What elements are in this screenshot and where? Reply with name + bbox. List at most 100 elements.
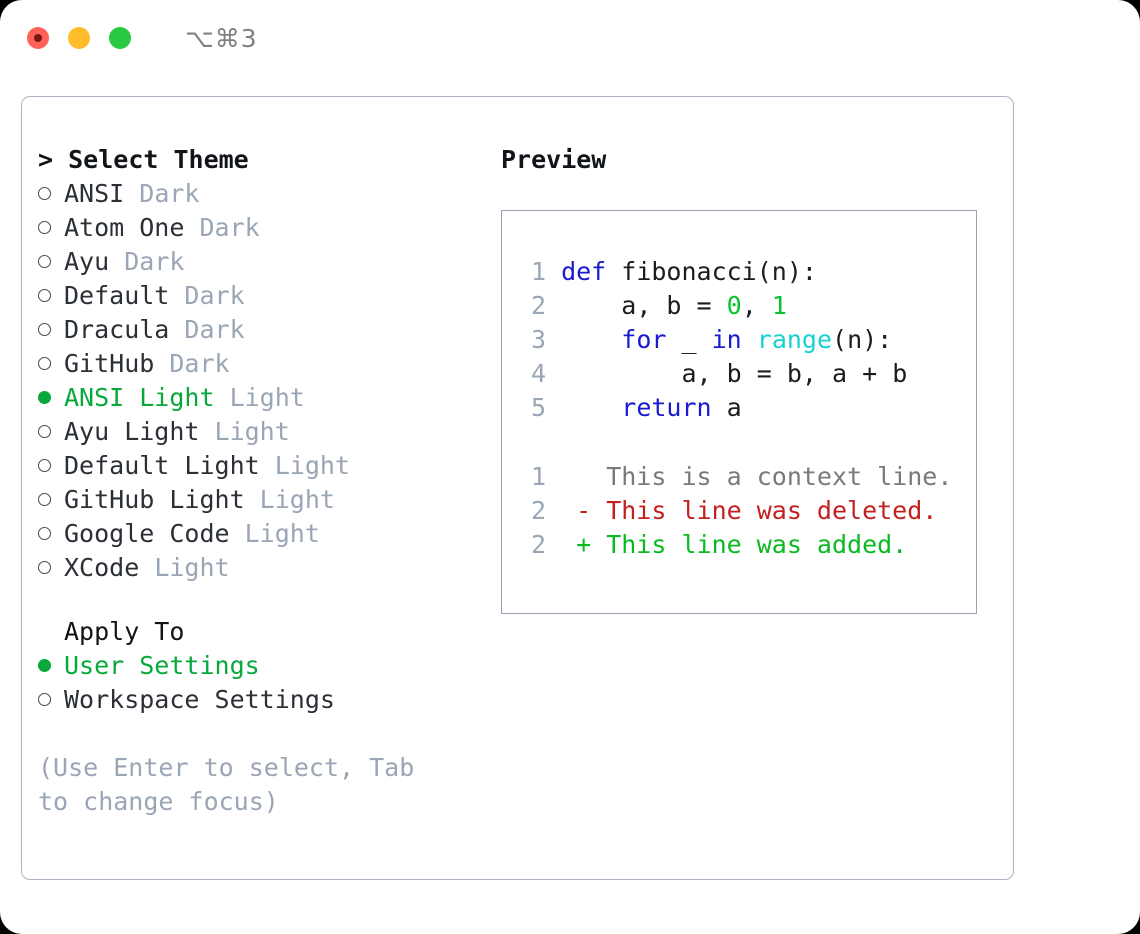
- prompt-caret: >: [38, 145, 69, 174]
- radio-unselected-icon: [38, 561, 51, 574]
- radio-unselected-icon: [38, 357, 51, 370]
- radio-unselected-icon: [38, 289, 51, 302]
- theme-option-ayu-light[interactable]: Ayu Light Light: [38, 415, 498, 449]
- theme-option-kind: Light: [244, 519, 320, 548]
- theme-option-default-light[interactable]: Default Light Light: [38, 449, 498, 483]
- theme-option-name: XCode: [64, 553, 155, 582]
- theme-option-name: Ayu Light: [64, 417, 215, 446]
- code-token-kw: return: [621, 393, 712, 422]
- code-token-txt: [561, 393, 621, 422]
- theme-option-ansi-light[interactable]: ANSI Light Light: [38, 381, 498, 415]
- code-token-txt: [561, 325, 621, 354]
- theme-option-ayu[interactable]: Ayu Dark: [38, 245, 498, 279]
- theme-option-name: ANSI: [64, 179, 140, 208]
- option-marker: [38, 517, 64, 551]
- code-token-txt: _: [666, 325, 712, 354]
- theme-option-xcode[interactable]: XCode Light: [38, 551, 498, 585]
- apply-to-option-name: User Settings: [64, 651, 260, 680]
- option-marker: [38, 415, 64, 449]
- code-line-number: 3: [530, 325, 546, 354]
- option-marker: [38, 683, 64, 717]
- radio-unselected-icon: [38, 493, 51, 506]
- title-bar: ⌥⌘3: [0, 0, 1140, 76]
- theme-option-name: GitHub Light: [64, 485, 260, 514]
- diff-line-text: + This line was added.: [546, 530, 908, 559]
- keyboard-hint-text: (Use Enter to select, Tab to change focu…: [38, 753, 415, 816]
- preview-title: Preview: [501, 145, 607, 174]
- radio-unselected-icon: [38, 187, 51, 200]
- code-token-fn: range: [756, 325, 833, 354]
- radio-unselected-icon: [38, 323, 51, 336]
- theme-option-github-light[interactable]: GitHub Light Light: [38, 483, 498, 517]
- theme-option-github[interactable]: GitHub Dark: [38, 347, 498, 381]
- code-token-txt: (n):: [832, 325, 893, 354]
- theme-option-kind: Dark: [199, 213, 260, 242]
- apply-to-option-user-settings[interactable]: User Settings: [38, 649, 498, 683]
- radio-unselected-icon: [38, 255, 51, 268]
- theme-option-default[interactable]: Default Dark: [38, 279, 498, 313]
- apply-to-option-name: Workspace Settings: [64, 685, 335, 714]
- theme-option-kind: Dark: [184, 281, 245, 310]
- code-token-kw: in: [711, 325, 742, 354]
- theme-option-kind: Dark: [184, 315, 245, 344]
- keyboard-shortcut-label: ⌥⌘3: [185, 23, 258, 53]
- diff-line-number: 2: [530, 496, 546, 525]
- code-line-number: 2: [530, 291, 546, 320]
- option-marker: [38, 313, 64, 347]
- theme-option-name: Dracula: [64, 315, 185, 344]
- code-line-number: 5: [530, 393, 546, 422]
- close-button-icon[interactable]: [27, 27, 49, 49]
- code-token-txt: a: [711, 393, 742, 422]
- diff-line: 2 - This line was deleted.: [518, 494, 952, 528]
- code-token-kw: def: [561, 257, 607, 286]
- theme-option-kind: Light: [274, 451, 350, 480]
- code-token-txt: a, b = b, a + b: [561, 359, 908, 388]
- theme-option-name: Google Code: [64, 519, 245, 548]
- code-token-num: 0: [726, 291, 742, 320]
- apply-to-label: Apply To: [64, 617, 185, 646]
- option-marker: [38, 279, 64, 313]
- diff-line-text: - This line was deleted.: [546, 496, 938, 525]
- code-line: 1 def fibonacci(n):: [518, 255, 907, 289]
- theme-option-name: Ayu: [64, 247, 125, 276]
- diff-line-number: 1: [530, 462, 546, 491]
- radio-unselected-icon: [38, 693, 51, 706]
- theme-option-ansi[interactable]: ANSI Dark: [38, 177, 498, 211]
- apply-to-option-workspace-settings[interactable]: Workspace Settings: [38, 683, 498, 717]
- theme-option-name: ANSI Light: [64, 383, 230, 412]
- apply-to-title: Apply To: [38, 615, 498, 649]
- diff-line-number: 2: [530, 530, 546, 559]
- diff-sample: 1 This is a context line.2 - This line w…: [518, 460, 952, 562]
- radio-unselected-icon: [38, 425, 51, 438]
- theme-option-dracula[interactable]: Dracula Dark: [38, 313, 498, 347]
- apply-to-spacer: [38, 615, 64, 649]
- maximize-button-icon[interactable]: [109, 27, 131, 49]
- theme-option-kind: Light: [154, 553, 230, 582]
- code-line: 5 return a: [518, 391, 907, 425]
- option-marker: [38, 347, 64, 381]
- option-marker: [38, 381, 64, 415]
- option-marker: [38, 649, 64, 683]
- theme-option-kind: Light: [229, 383, 305, 412]
- radio-unselected-icon: [38, 221, 51, 234]
- option-marker: [38, 211, 64, 245]
- code-token-txt: fibonacci(n):: [606, 257, 817, 286]
- theme-option-kind: Dark: [124, 247, 185, 276]
- radio-unselected-icon: [38, 527, 51, 540]
- diff-line: 1 This is a context line.: [518, 460, 952, 494]
- theme-option-google-code[interactable]: Google Code Light: [38, 517, 498, 551]
- code-token-txt: [742, 325, 757, 354]
- theme-option-kind: Dark: [169, 349, 230, 378]
- theme-option-kind: Light: [259, 485, 335, 514]
- minimize-button-icon[interactable]: [68, 27, 90, 49]
- theme-option-name: Atom One: [64, 213, 200, 242]
- page-title: Select Theme: [68, 145, 249, 174]
- theme-option-atom-one[interactable]: Atom One Dark: [38, 211, 498, 245]
